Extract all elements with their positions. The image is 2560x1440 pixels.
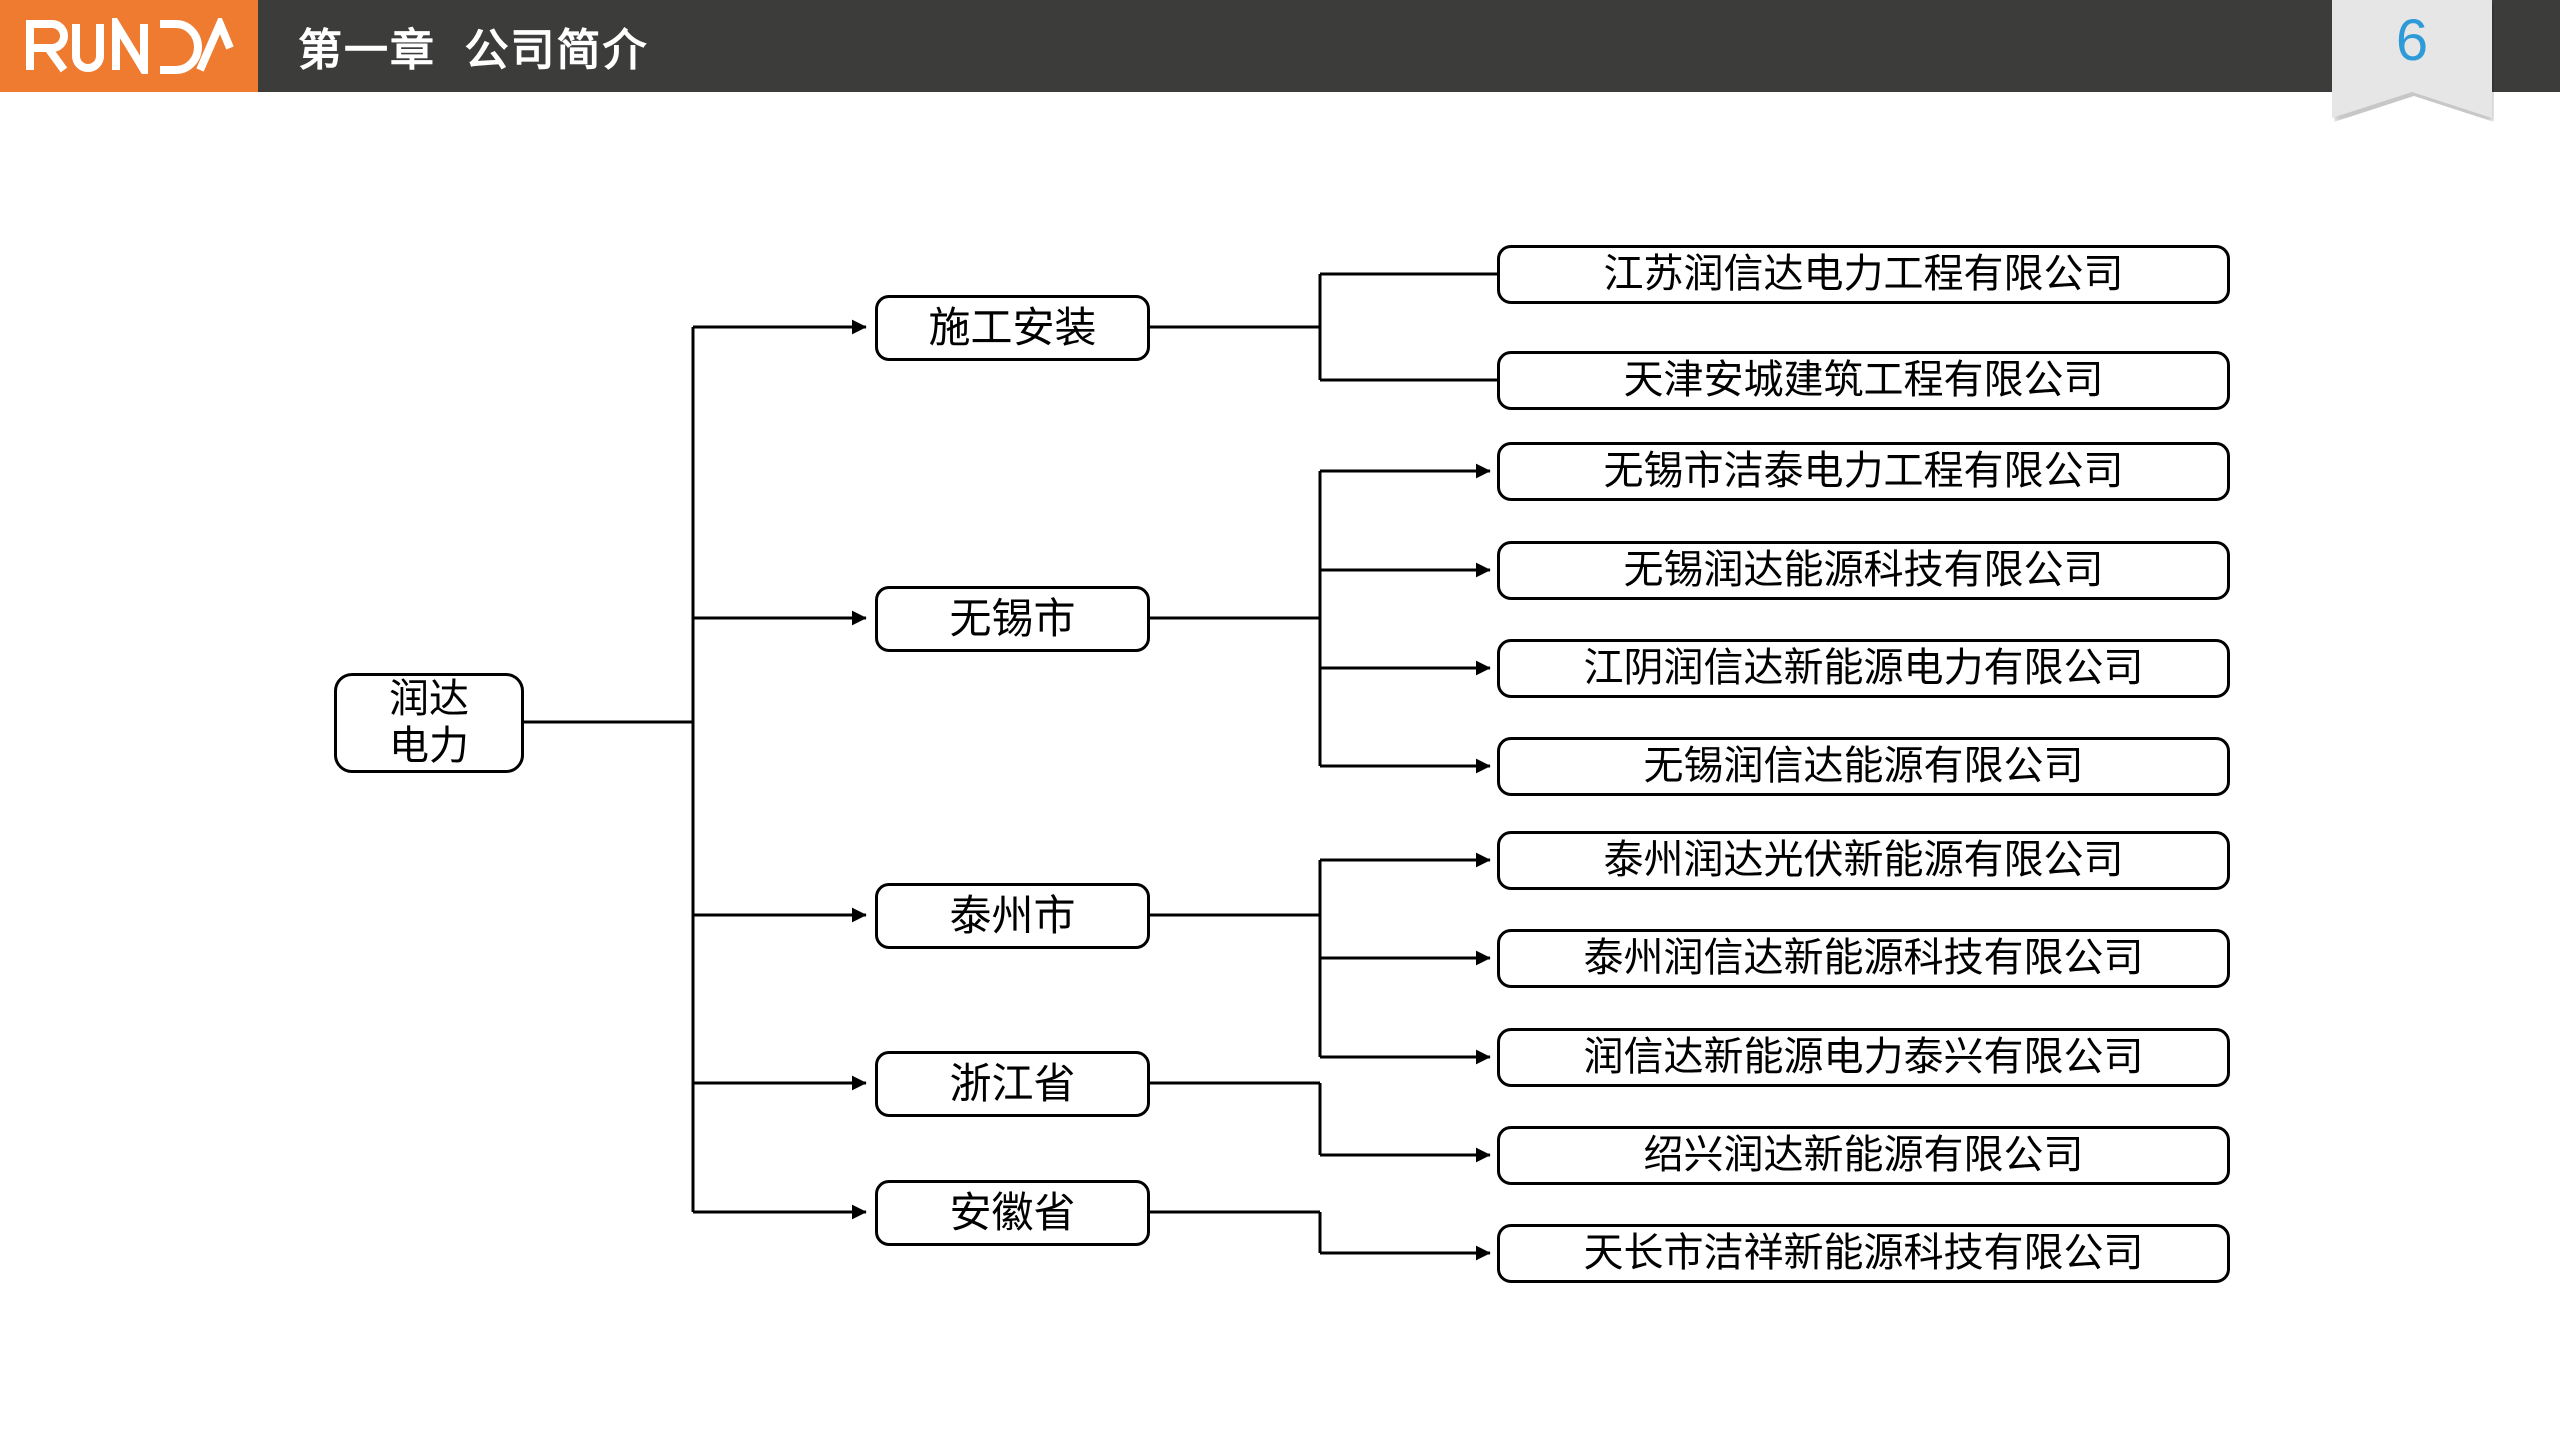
node-subsidiary-4[interactable]: 无锡润达能源科技有限公司 bbox=[1497, 541, 2230, 600]
node-branch-taizhou[interactable]: 泰州市 bbox=[875, 883, 1150, 949]
node-label: 无锡润达能源科技有限公司 bbox=[1623, 548, 2104, 593]
node-subsidiary-2[interactable]: 天津安城建筑工程有限公司 bbox=[1497, 351, 2230, 410]
node-subsidiary-11[interactable]: 天长市洁祥新能源科技有限公司 bbox=[1497, 1224, 2230, 1283]
node-branch-anhui[interactable]: 安徽省 bbox=[875, 1180, 1150, 1246]
page-title: 第一章 公司简介 bbox=[298, 26, 649, 75]
node-subsidiary-9[interactable]: 润信达新能源电力泰兴有限公司 bbox=[1497, 1028, 2230, 1087]
node-branch-shigong-anzhuang[interactable]: 施工安装 bbox=[875, 295, 1150, 361]
node-label: 天长市洁祥新能源科技有限公司 bbox=[1583, 1231, 2144, 1276]
node-label: 无锡润信达能源有限公司 bbox=[1643, 744, 2084, 789]
node-label: 浙江省 bbox=[949, 1060, 1076, 1108]
node-root[interactable]: 润达 电力 bbox=[334, 673, 524, 773]
header-bar bbox=[0, 0, 2560, 92]
node-subsidiary-10[interactable]: 绍兴润达新能源有限公司 bbox=[1497, 1126, 2230, 1185]
node-label: 润信达新能源电力泰兴有限公司 bbox=[1583, 1035, 2144, 1080]
node-label: 无锡市洁泰电力工程有限公司 bbox=[1603, 449, 2124, 494]
node-label: 泰州润信达新能源科技有限公司 bbox=[1583, 936, 2144, 981]
node-label: 施工安装 bbox=[928, 304, 1097, 352]
node-subsidiary-1[interactable]: 江苏润信达电力工程有限公司 bbox=[1497, 245, 2230, 304]
node-label: 无锡市 bbox=[949, 595, 1076, 643]
node-label: 江苏润信达电力工程有限公司 bbox=[1603, 252, 2124, 297]
node-label: 天津安城建筑工程有限公司 bbox=[1623, 358, 2104, 403]
runda-logo bbox=[0, 0, 258, 92]
node-label: 安徽省 bbox=[949, 1189, 1076, 1237]
node-subsidiary-8[interactable]: 泰州润信达新能源科技有限公司 bbox=[1497, 929, 2230, 988]
runda-logo-icon bbox=[26, 18, 234, 74]
node-label: 绍兴润达新能源有限公司 bbox=[1643, 1133, 2084, 1178]
node-label: 泰州市 bbox=[949, 892, 1076, 940]
node-root-line1: 润达 bbox=[389, 676, 469, 721]
node-label: 泰州润达光伏新能源有限公司 bbox=[1603, 838, 2124, 883]
page-number: 6 bbox=[2395, 8, 2429, 73]
node-branch-zhejiang[interactable]: 浙江省 bbox=[875, 1051, 1150, 1117]
node-label: 江阴润信达新能源电力有限公司 bbox=[1583, 646, 2144, 691]
node-subsidiary-5[interactable]: 江阴润信达新能源电力有限公司 bbox=[1497, 639, 2230, 698]
node-root-line2: 电力 bbox=[389, 724, 469, 768]
node-subsidiary-7[interactable]: 泰州润达光伏新能源有限公司 bbox=[1497, 831, 2230, 890]
node-branch-wuxi[interactable]: 无锡市 bbox=[875, 586, 1150, 652]
node-subsidiary-6[interactable]: 无锡润信达能源有限公司 bbox=[1497, 737, 2230, 796]
node-subsidiary-3[interactable]: 无锡市洁泰电力工程有限公司 bbox=[1497, 442, 2230, 501]
